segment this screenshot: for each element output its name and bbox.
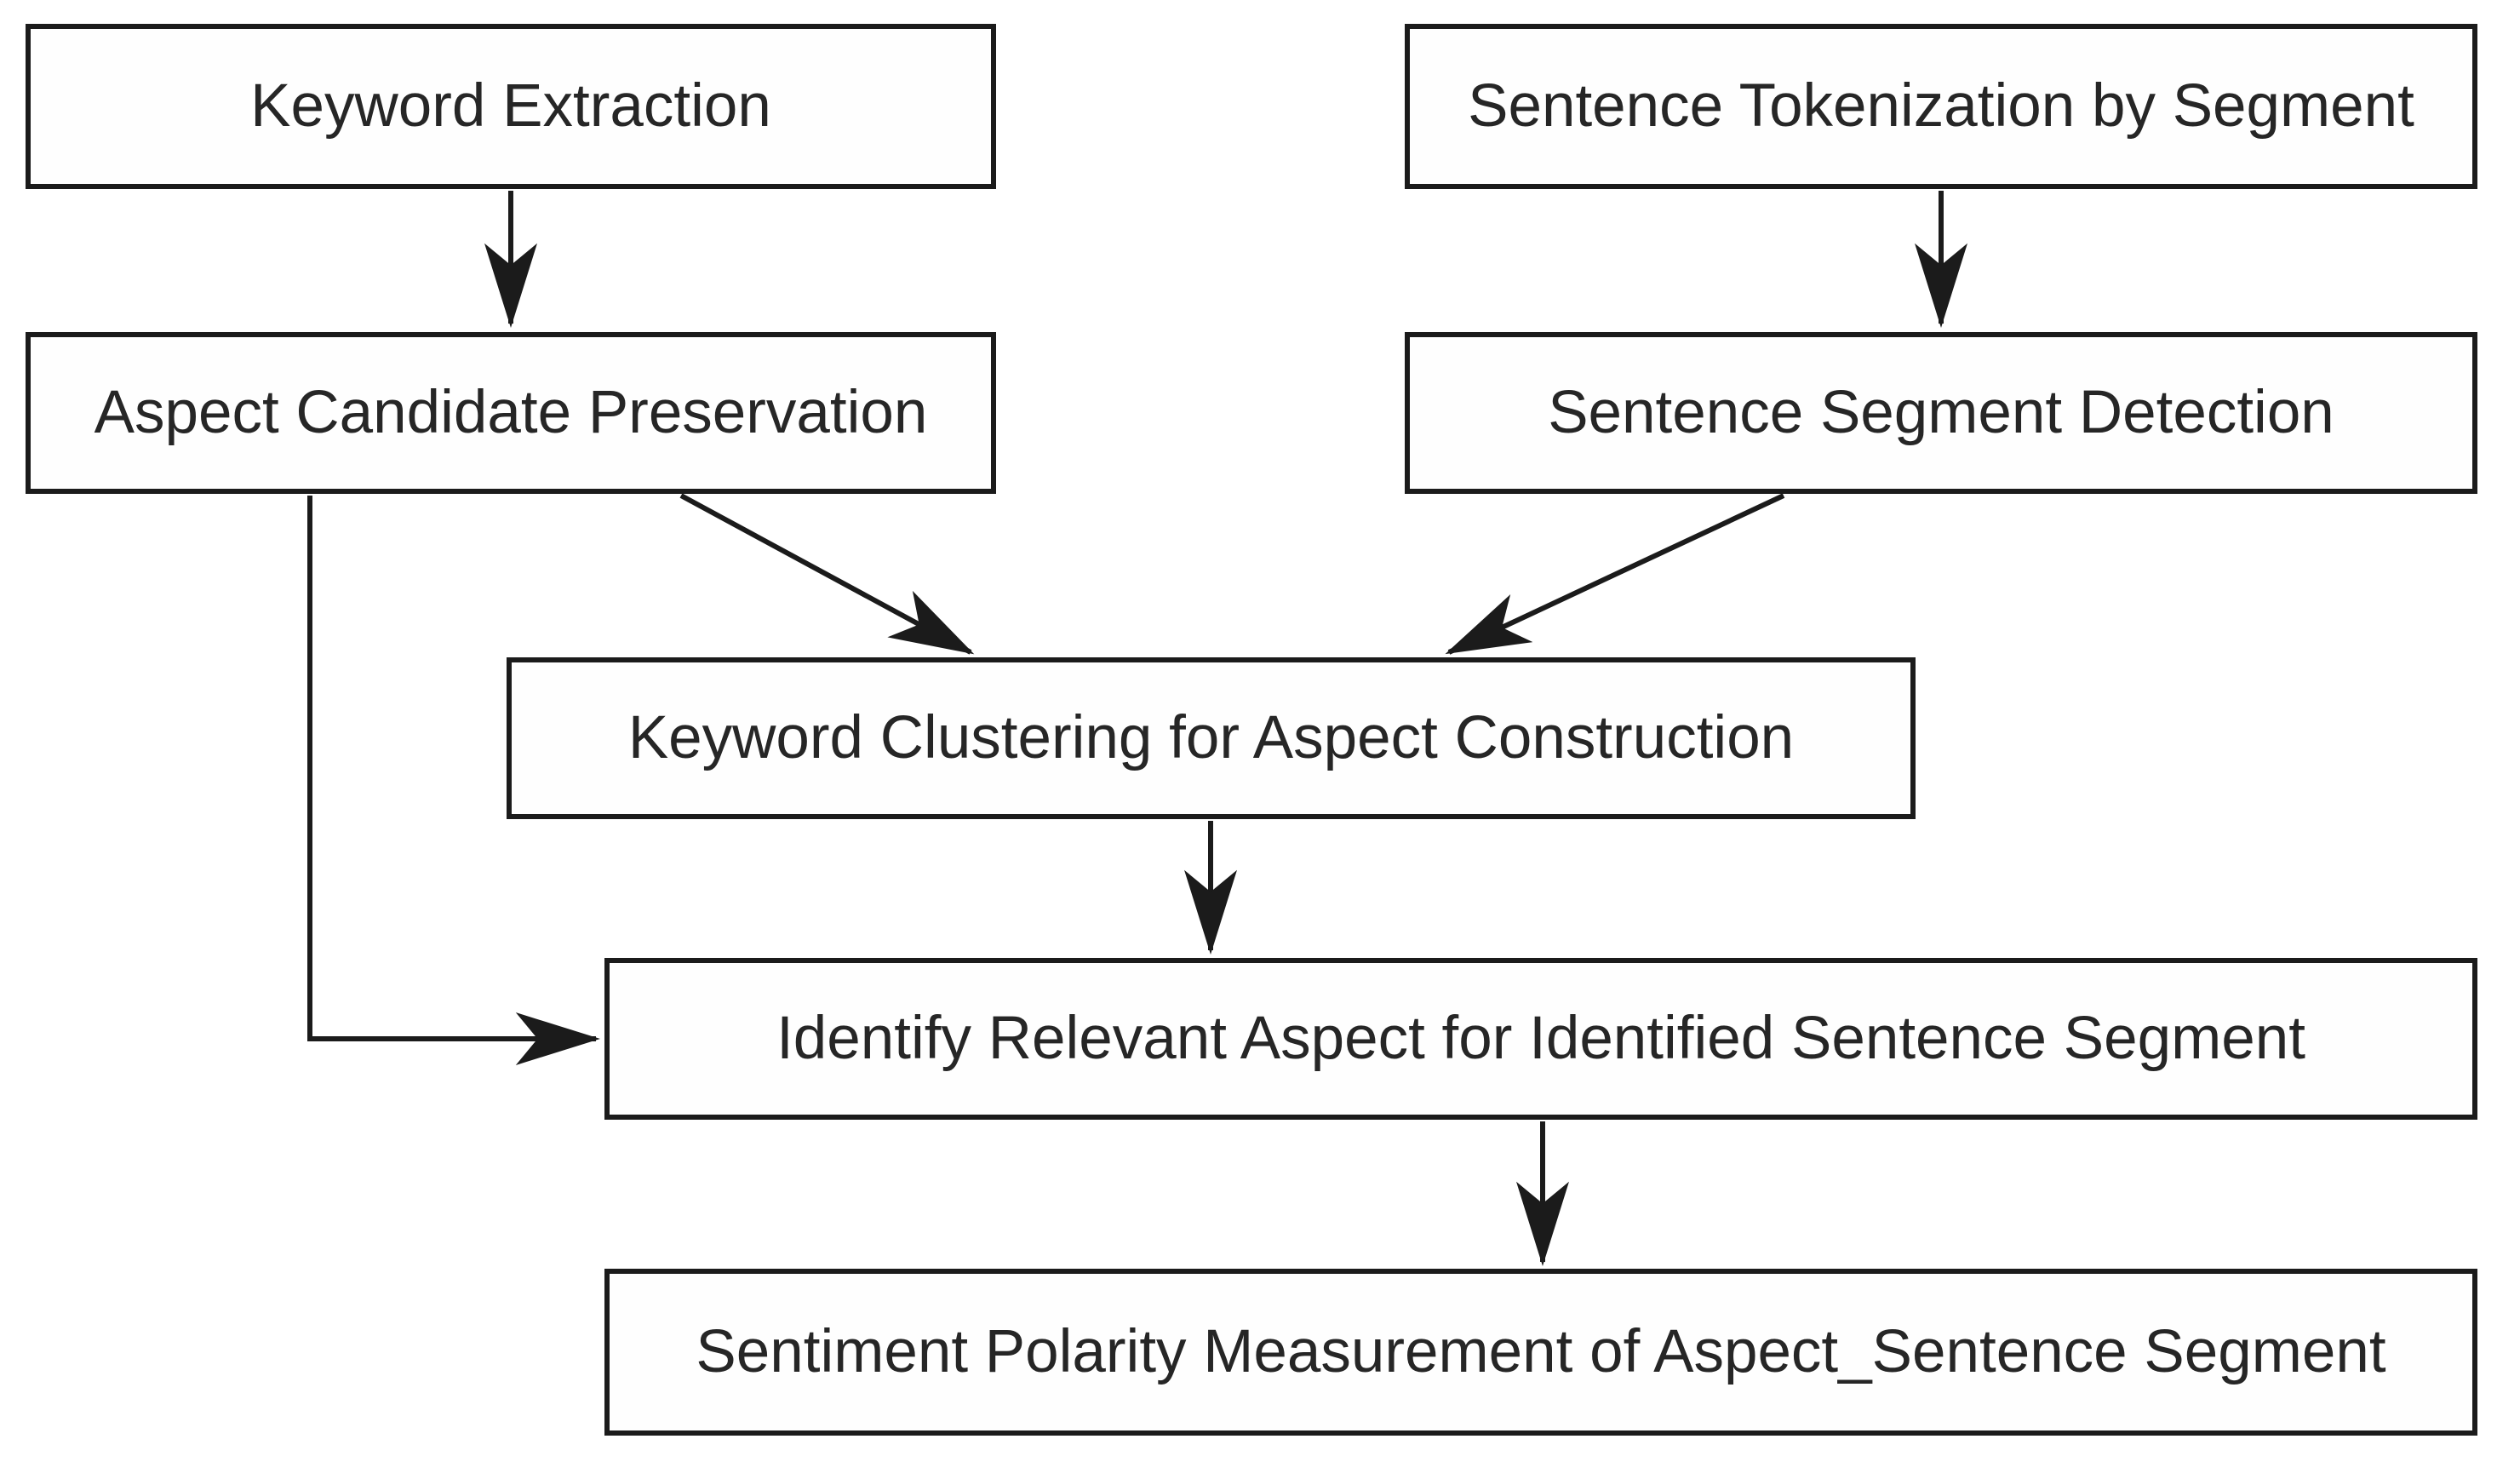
- edge-sentence-segment-detection-to-keyword-clustering: [1445, 493, 1785, 655]
- node-label: Keyword Clustering for Aspect Constructi…: [627, 703, 1795, 771]
- edge-aspect-candidate-preservation-to-identify-relevant-aspect: [307, 496, 600, 1065]
- flowchart-node-identify-relevant-aspect: Identify Relevant Aspect for Identified …: [604, 958, 2477, 1120]
- flowchart-node-sentence-tokenization: Sentence Tokenization by Segment: [1405, 24, 2477, 189]
- node-label: Sentence Segment Detection: [1548, 378, 2334, 446]
- flowchart-node-sentiment-polarity: Sentiment Polarity Measurement of Aspect…: [604, 1269, 2477, 1436]
- node-label: Identify Relevant Aspect for Identified …: [776, 1004, 2305, 1072]
- flowchart-node-keyword-clustering: Keyword Clustering for Aspect Constructi…: [507, 657, 1916, 819]
- node-label: Sentiment Polarity Measurement of Aspect…: [696, 1317, 2386, 1385]
- node-label: Sentence Tokenization by Segment: [1468, 72, 2414, 140]
- flowchart-node-aspect-candidate-preservation: Aspect Candidate Preservation: [26, 332, 996, 494]
- node-label: Aspect Candidate Preservation: [94, 378, 928, 446]
- flowchart-node-keyword-extraction: Keyword Extraction: [26, 24, 996, 189]
- flowchart-node-sentence-segment-detection: Sentence Segment Detection: [1405, 332, 2477, 494]
- node-label: Keyword Extraction: [250, 72, 771, 140]
- edge-aspect-candidate-preservation-to-keyword-clustering: [679, 493, 975, 655]
